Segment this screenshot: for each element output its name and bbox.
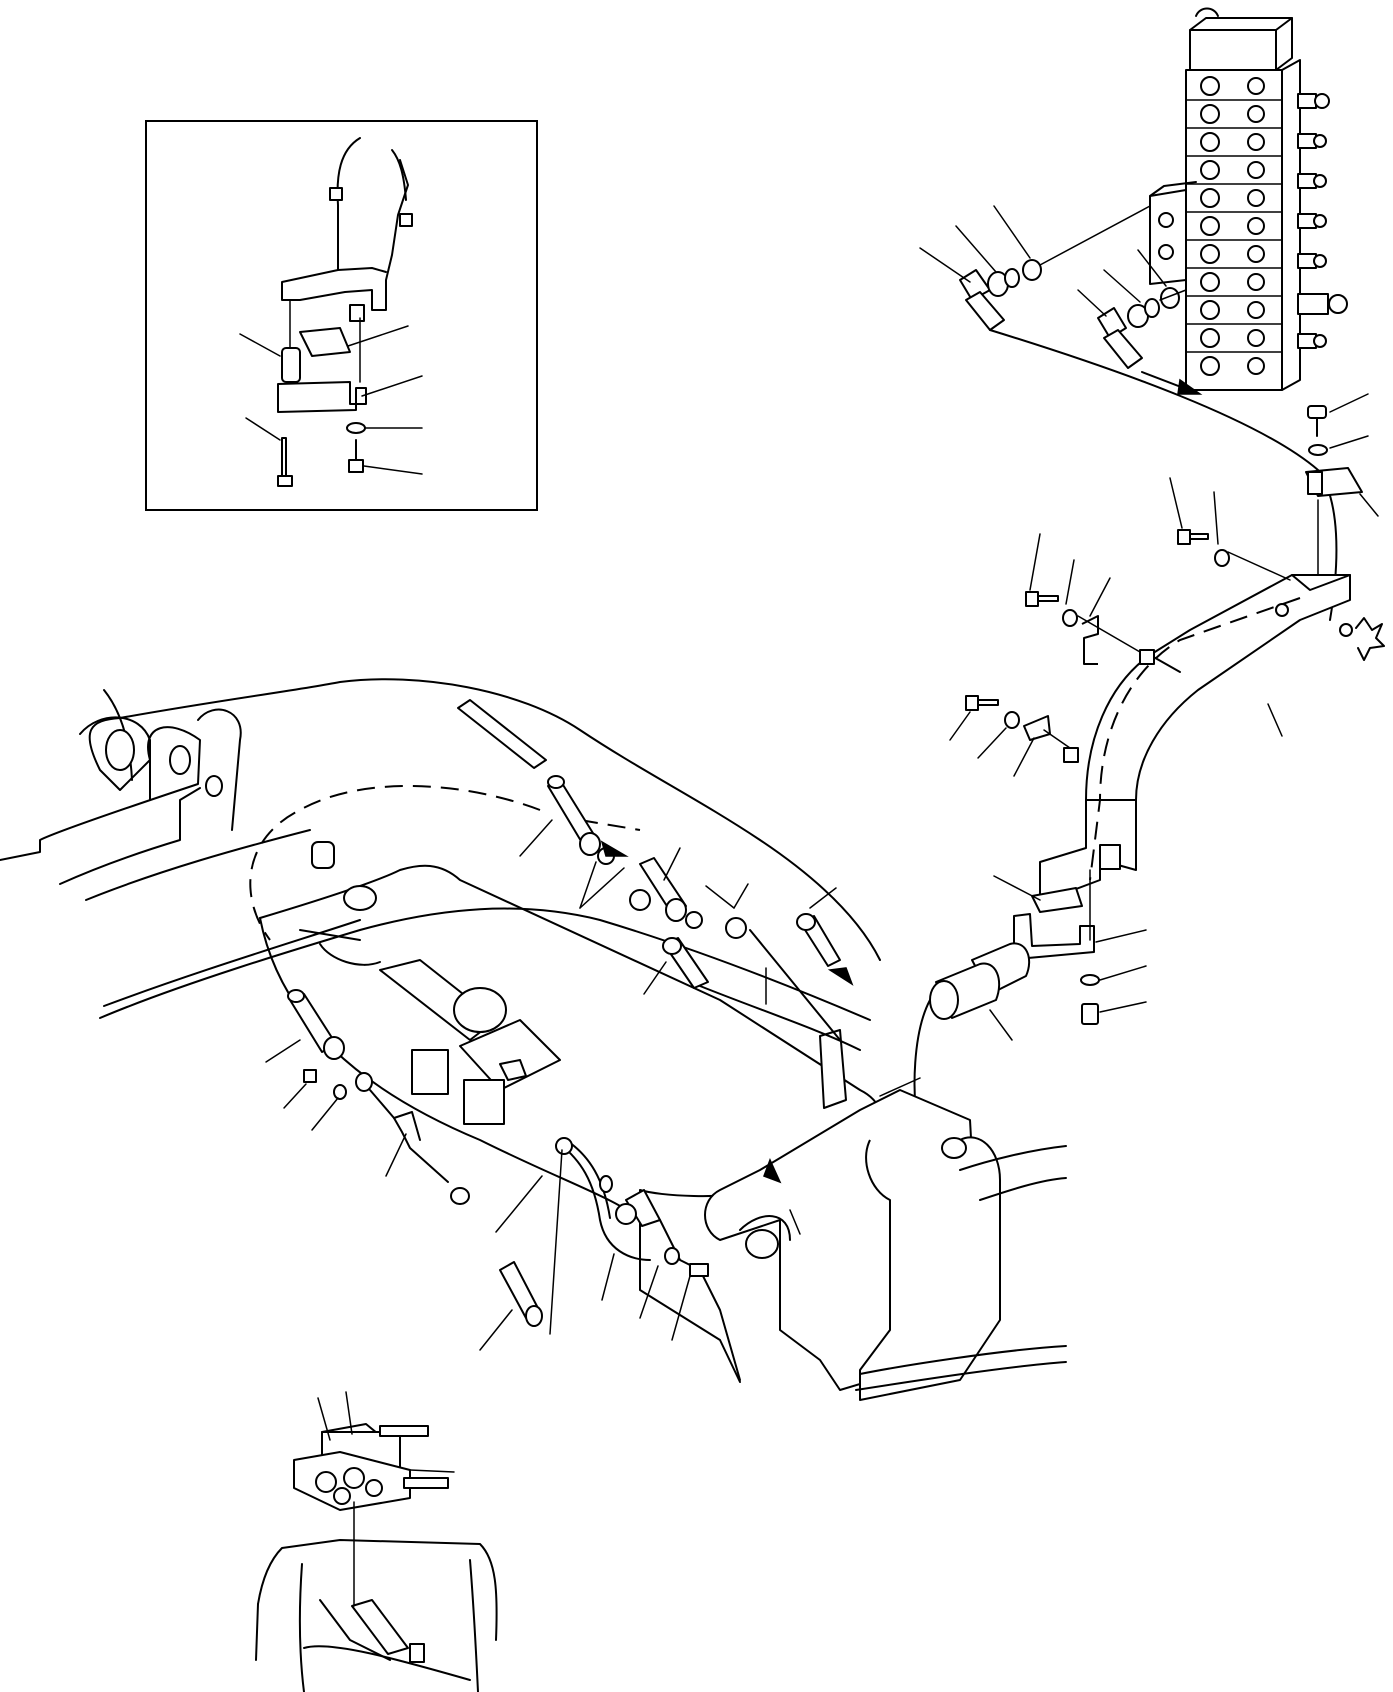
hose-bracket [1039, 574, 1353, 906]
control-valve [1149, 7, 1348, 391]
inset-spacer [281, 347, 301, 383]
valve-fitting-upper [959, 205, 1151, 331]
boom [0, 678, 881, 1021]
right-bolt-stack [1305, 393, 1379, 591]
bracket-hardware-upper [965, 529, 1291, 749]
inset-clamp-block [299, 327, 351, 357]
protector-sleeve [929, 942, 1031, 1041]
inset-long-bolt [277, 437, 293, 487]
bottom-clamp-detail [255, 1391, 498, 1692]
inset-clamp-bracket [277, 381, 367, 413]
bracket-clamp-lower [993, 869, 1147, 1025]
arm-tube-routing [265, 775, 921, 1351]
inset-washer [346, 422, 366, 434]
arm [259, 864, 1067, 1401]
inset-bolt [348, 439, 364, 473]
valve-fitting-lower [1097, 287, 1187, 369]
inset-detail-box [145, 120, 538, 511]
